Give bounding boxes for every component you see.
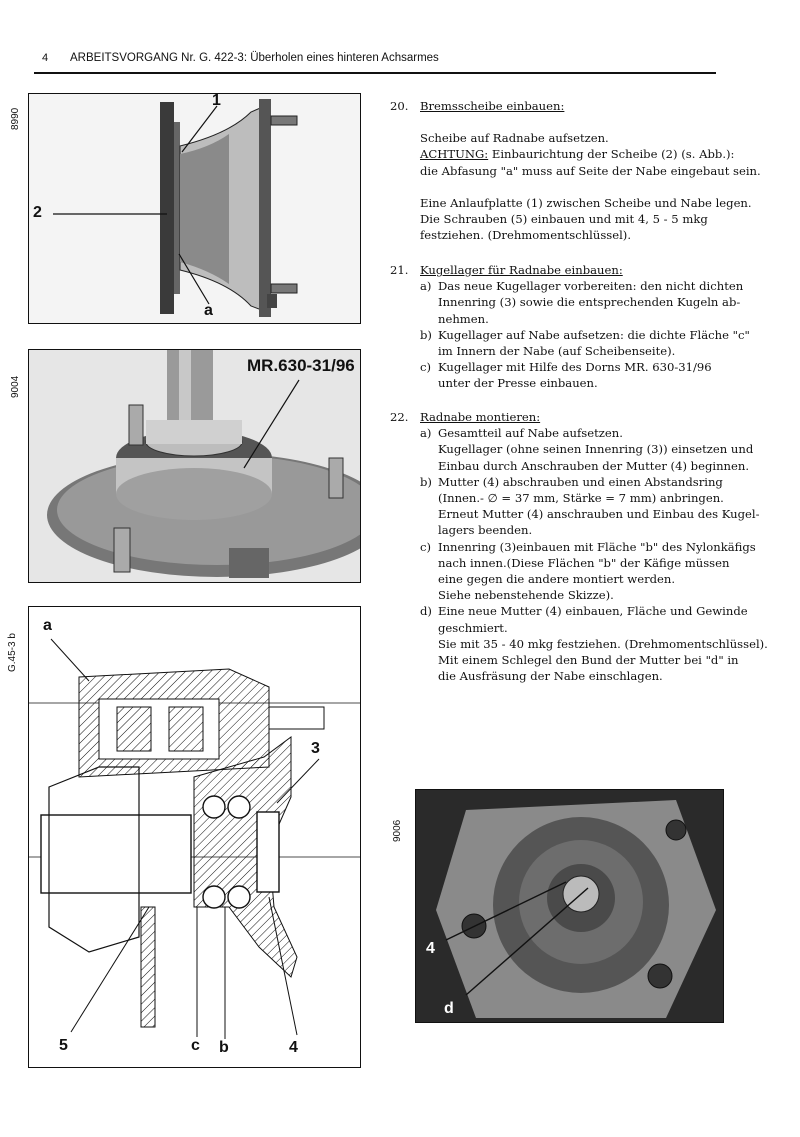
- s20-p5: Die Schrauben (5) einbauen und mit 4, 5 …: [420, 212, 708, 227]
- section-21: 21. Kugellager für Radnabe einbauen: a) Da…: [390, 262, 790, 392]
- callout-c: c: [191, 1037, 200, 1054]
- s21-b2: im Innern der Nabe (auf Scheibenseite).: [438, 344, 676, 359]
- s22-d3: Sie mit 35 - 40 mkg festziehen. (Drehmom…: [438, 636, 768, 651]
- s20-p2: Einbaurichtung der Scheibe (2) (s. Abb.)…: [488, 147, 735, 162]
- s21-a-label: a): [420, 279, 432, 294]
- callout-b: b: [219, 1039, 229, 1056]
- figure-hub-section-drawing: a 3 5 c b 4: [28, 606, 361, 1068]
- s22-b-label: b): [420, 474, 432, 489]
- callout-2: 2: [33, 204, 42, 221]
- callout-4: 4: [289, 1039, 298, 1056]
- bearing-press-illustration: [29, 350, 360, 582]
- callout-a: a: [43, 617, 52, 634]
- s22-c-label: c): [420, 539, 432, 554]
- s21-a2: Innenring (3) sowie die entsprechenden K…: [438, 295, 741, 310]
- page-title: ARBEITSVORGANG Nr. G. 422-3: Überholen e…: [70, 52, 439, 64]
- s22-d4: Mit einem Schlegel den Bund der Mutter b…: [438, 653, 739, 668]
- s22-c1: Innenring (3)einbauen mit Fläche "b" des…: [438, 539, 756, 554]
- s22-c4: Siehe nebenstehende Skizze).: [438, 588, 614, 603]
- callout-4: 4: [426, 940, 435, 957]
- callout-a: a: [204, 302, 213, 319]
- s20-p1: Scheibe auf Radnabe aufsetzen.: [420, 131, 609, 146]
- callout-d: d: [444, 1000, 454, 1017]
- section-20-number: 20.: [390, 99, 409, 113]
- callout-1: 1: [212, 93, 221, 109]
- page-number: 4: [42, 52, 49, 64]
- figure-hub-nut-photo: 4 d: [415, 789, 724, 1023]
- figure-bearing-press-photo: MR.630-31/96: [28, 349, 361, 583]
- s21-c-label: c): [420, 360, 432, 375]
- s21-a1: Das neue Kugellager vorbereiten: den nic…: [438, 279, 744, 294]
- tool-label: MR.630-31/96: [247, 356, 355, 375]
- s22-b2: (Innen.- ∅ = 37 mm, Stärke = 7 mm) anbri…: [438, 491, 724, 506]
- section-22-number: 22.: [390, 410, 409, 424]
- s22-a2: Kugellager (ohne seinen Innenring (3)) e…: [438, 442, 754, 457]
- callout-5: 5: [59, 1037, 68, 1054]
- fig3-code: G.45-3 b: [7, 633, 18, 672]
- section-22-title: Radnabe montieren:: [420, 410, 541, 424]
- s22-b1: Mutter (4) abschrauben und einen Abstand…: [438, 474, 723, 489]
- s21-c2: unter der Presse einbauen.: [438, 376, 598, 391]
- brake-disc-illustration: [29, 94, 360, 323]
- s20-p6: festziehen. (Drehmomentschlüssel).: [420, 228, 632, 243]
- s22-d5: die Ausfräsung der Nabe einschlagen.: [438, 669, 663, 684]
- fig4-code: 9006: [392, 819, 403, 842]
- s22-b3: Erneut Mutter (4) anschrauben und Einbau…: [438, 507, 760, 522]
- hub-nut-illustration: [416, 790, 723, 1022]
- s20-p3: die Abfasung "a" muss auf Seite der Nabe…: [420, 163, 761, 178]
- section-20: 20. Bremsscheibe einbauen: Scheibe auf Ra…: [390, 98, 790, 243]
- s21-c1: Kugellager mit Hilfe des Dorns MR. 630-3…: [438, 360, 712, 375]
- s22-d1: Eine neue Mutter (4) einbauen, Fläche un…: [438, 604, 748, 619]
- page-header: 4 ARBEITSVORGANG Nr. G. 422-3: Überholen…: [34, 50, 716, 74]
- s20-p4: Eine Anlaufplatte (1) zwischen Scheibe u…: [420, 195, 752, 210]
- s22-a1: Gesamtteil auf Nabe aufsetzen.: [438, 426, 623, 441]
- fig2-code: 9004: [10, 375, 21, 398]
- s21-b-label: b): [420, 327, 432, 342]
- figure-brake-disc-photo: 1 2 a: [28, 93, 361, 324]
- callout-3: 3: [311, 740, 320, 757]
- s22-d2: geschmiert.: [438, 620, 508, 635]
- s20-achtung: ACHTUNG:: [420, 147, 489, 162]
- s22-a3: Einbau durch Anschrauben der Mutter (4) …: [438, 458, 750, 473]
- s22-c3: eine gegen die andere montiert werden.: [438, 572, 676, 587]
- s22-b4: lagers beenden.: [438, 523, 533, 538]
- s21-b1: Kugellager auf Nabe aufsetzen: die dicht…: [438, 327, 750, 342]
- fig1-code: 8990: [10, 107, 21, 130]
- section-21-number: 21.: [390, 263, 409, 277]
- hub-section-diagram: [29, 638, 360, 1039]
- section-22: 22. Radnabe montieren: a) Gesamtteil auf N…: [390, 409, 790, 684]
- s21-a3: nehmen.: [438, 311, 489, 326]
- section-20-title: Bremsscheibe einbauen:: [420, 99, 565, 113]
- s22-d-label: d): [420, 604, 432, 619]
- s22-a-label: a): [420, 426, 432, 441]
- section-21-title: Kugellager für Radnabe einbauen:: [420, 263, 623, 277]
- s22-c2: nach innen.(Diese Flächen "b" der Käfige…: [438, 555, 730, 570]
